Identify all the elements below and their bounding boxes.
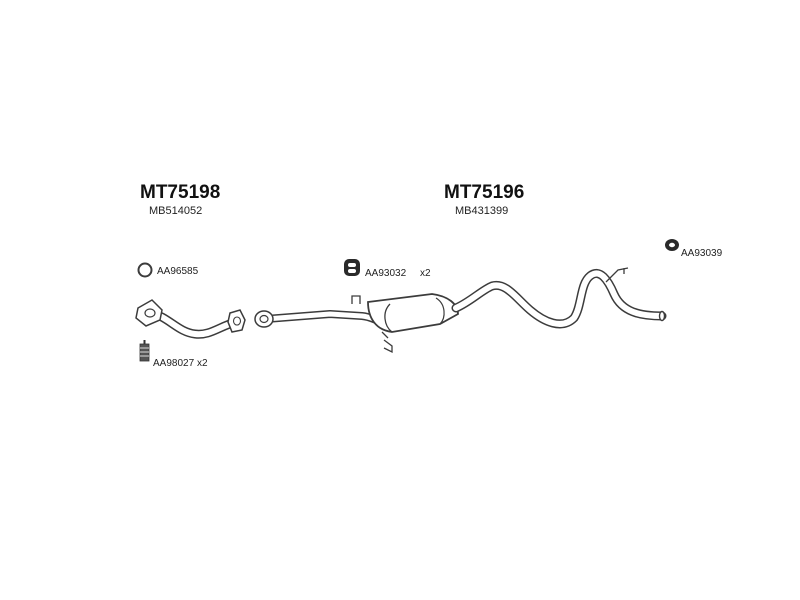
rear-section-drawing: [254, 267, 667, 354]
gasket-ring-icon: [137, 262, 153, 278]
rubber-mount-qty: x2: [420, 268, 431, 279]
rubber-mount-icon: [344, 259, 360, 276]
rear-mount-icon: [665, 239, 679, 251]
front-pipe-oe-number: MB514052: [149, 205, 202, 217]
front-pipe-drawing: [135, 299, 246, 339]
rear-section-oe-number: MB431399: [455, 205, 508, 217]
rear-mount-part-number: AA93039: [681, 248, 723, 259]
rubber-mount-part-number: AA93032: [365, 268, 407, 279]
spring-bolt-icon: [139, 340, 150, 362]
spring-bolt-qty: x2: [197, 358, 208, 369]
spring-bolt-part-number: AA98027: [153, 358, 195, 369]
rear-section-code: MT75196: [444, 182, 524, 203]
front-pipe-code: MT75198: [140, 182, 220, 203]
gasket-part-number: AA96585: [157, 266, 199, 277]
